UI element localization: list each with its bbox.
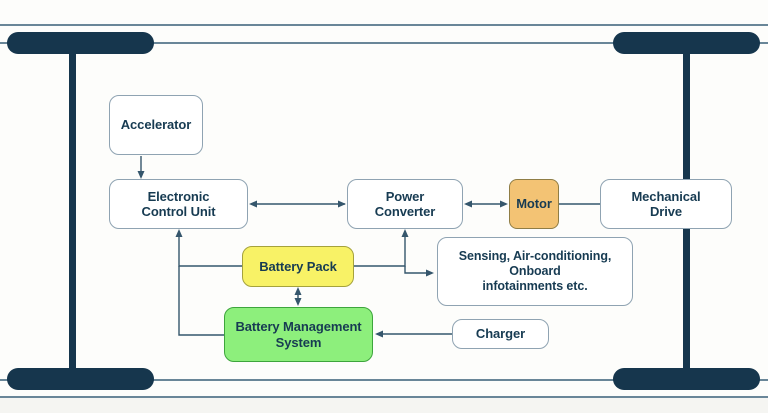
- arrowhead-right-into-sensing: [426, 269, 434, 277]
- charger-label: Charger: [475, 326, 526, 342]
- battery-management-system-box: Battery Management System: [224, 307, 373, 362]
- electronic-control-unit-box: Electronic Control Unit: [109, 179, 248, 229]
- charger-box: Charger: [452, 319, 549, 349]
- rear-axle-rail: [0, 379, 768, 381]
- mechanical-drive-box: Mechanical Drive: [600, 179, 732, 229]
- accelerator-box: Accelerator: [109, 95, 203, 155]
- wheel-top-right: [613, 32, 760, 54]
- arrowhead-left-into-ecu: [249, 200, 257, 208]
- arrowhead-right-into-power-converter: [338, 200, 346, 208]
- motor-box: Motor: [509, 179, 559, 229]
- arrowhead-down-into-ecu-top: [137, 171, 145, 179]
- arrowhead-left-into-power-converter: [464, 200, 472, 208]
- chassis-outline-bottom: [0, 396, 768, 398]
- ecu-label-line1: Electronic: [147, 188, 210, 204]
- sensing-label-line1: Sensing, Air-conditioning,: [458, 249, 612, 264]
- battery-pack-label: Battery Pack: [259, 258, 337, 274]
- arrowhead-up-into-ecu-bottom: [175, 229, 183, 237]
- arrowhead-left-into-bms: [375, 330, 383, 338]
- mechanical-drive-label-line1: Mechanical: [631, 188, 701, 204]
- battery-pack-box: Battery Pack: [242, 246, 354, 287]
- sensing-label-line3: infotainments etc.: [482, 278, 588, 293]
- front-axle-rail: [0, 42, 768, 44]
- mechanical-drive-label-line2: Drive: [649, 204, 683, 219]
- bms-label-line2: System: [275, 334, 322, 350]
- sensing-label-line2: Onboard: [509, 264, 561, 279]
- conn-battery-pack-sensing: [404, 266, 432, 274]
- motor-label: Motor: [516, 196, 552, 212]
- bms-label-line1: Battery Management: [235, 319, 362, 335]
- arrowhead-down-into-bms: [294, 298, 302, 306]
- wheel-bottom-right: [613, 368, 760, 390]
- conn-bms-ecu-branch: [178, 266, 224, 336]
- bottom-margin-strip: [0, 398, 768, 413]
- power-converter-box: Power Converter: [347, 179, 463, 229]
- ecu-label-line2: Control Unit: [141, 204, 216, 219]
- power-converter-label-line1: Power: [385, 188, 425, 204]
- power-converter-label-line2: Converter: [374, 204, 436, 219]
- sensing-aircon-infotainment-box: Sensing, Air-conditioning, Onboard infot…: [437, 237, 633, 306]
- arrowhead-right-into-motor: [500, 200, 508, 208]
- conn-battery-pack-ecu: [178, 231, 242, 267]
- left-axle-shaft: [69, 43, 76, 380]
- chassis-outline-top: [0, 24, 768, 26]
- wheel-bottom-left: [7, 368, 154, 390]
- wheel-top-left: [7, 32, 154, 54]
- arrowhead-up-into-battery-pack: [294, 287, 302, 295]
- conn-battery-pack-power-converter: [354, 231, 406, 267]
- arrowhead-up-into-power-converter-bottom: [401, 229, 409, 237]
- accelerator-label: Accelerator: [120, 117, 192, 133]
